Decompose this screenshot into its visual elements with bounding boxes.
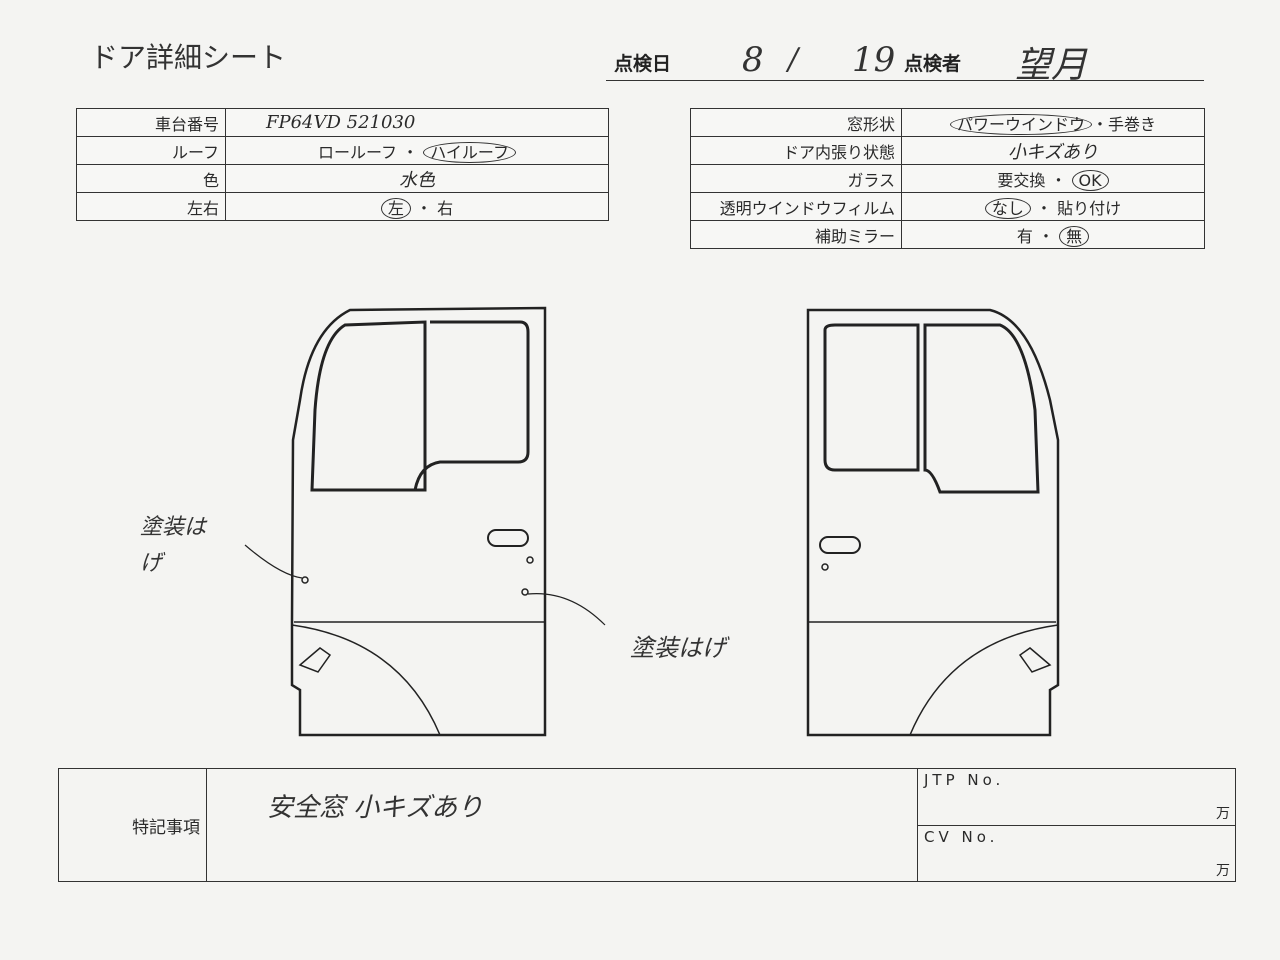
window-type-label: 窓形状 xyxy=(690,108,902,137)
glass-option-replace: 要交換 xyxy=(997,170,1046,190)
chassis-number-value: FP64VD 521030 xyxy=(266,112,416,133)
right-door-diagram xyxy=(806,308,1060,737)
table-row: 左右左 ・ 右 xyxy=(76,192,609,221)
cv-label: CV No. xyxy=(924,828,999,846)
film-label: 透明ウインドウフィルム xyxy=(690,192,902,221)
roof-option-low: ロールーフ xyxy=(318,142,398,162)
left-door-diagram xyxy=(244,306,606,737)
inspector-label: 点検者 xyxy=(904,53,962,75)
side-label: 左右 xyxy=(76,192,226,221)
table-row: 補助ミラー有 ・ 無 xyxy=(690,220,1205,249)
window-option-power: パワーウインドウ xyxy=(949,113,1092,135)
inspector-name: 望月 xyxy=(1015,45,1088,86)
window-info-table: 窓形状パワーウインドウ・手巻き ドア内張り状態小キズあり ガラス要交換 ・ OK… xyxy=(690,108,1205,249)
film-option-applied: 貼り付け xyxy=(1057,198,1122,218)
right-paint-peel-note: 塗装はげ xyxy=(630,634,726,662)
cv-number-field[interactable]: CV No. 万 xyxy=(918,825,1236,882)
remarks-label: 特記事項 xyxy=(59,769,207,881)
glass-option-ok: OK xyxy=(1071,169,1109,191)
sheet-title: ドア詳細シート xyxy=(90,41,287,74)
inspection-date-label: 点検日 xyxy=(614,53,672,75)
side-option-left: 左 xyxy=(380,197,411,219)
roof-option-high: ハイルーフ xyxy=(423,141,516,163)
cv-unit: 万 xyxy=(1216,863,1230,879)
door-trim-label: ドア内張り状態 xyxy=(690,136,902,165)
header-underline xyxy=(606,80,1204,81)
number-fields: JTP No. 万 CV No. 万 xyxy=(917,769,1236,881)
table-row: 窓形状パワーウインドウ・手巻き xyxy=(690,108,1205,137)
jtp-unit: 万 xyxy=(1216,806,1230,822)
color-value: 水色 xyxy=(399,169,435,191)
remarks-text: 安全窓 小キズあり xyxy=(267,793,484,823)
window-option-manual: 手巻き xyxy=(1108,114,1157,134)
mirror-option-yes: 有 xyxy=(1016,226,1033,246)
side-option-right: 右 xyxy=(437,198,454,218)
table-row: 色水色 xyxy=(76,164,609,193)
mirror-option-no: 無 xyxy=(1059,225,1090,247)
date-separator: / xyxy=(788,42,799,77)
table-row: ドア内張り状態 小キズあり xyxy=(690,136,1205,165)
jtp-number-field[interactable]: JTP No. 万 xyxy=(918,769,1236,825)
inspection-month: 8 xyxy=(742,40,764,80)
left-paint-peel-note: 塗装はげ xyxy=(140,515,207,576)
film-option-none: なし xyxy=(984,197,1031,219)
table-row: 透明ウインドウフィルムなし ・ 貼り付け xyxy=(690,192,1205,221)
jtp-label: JTP No. xyxy=(924,771,1005,789)
remarks-box: 特記事項 安全窓 小キズあり JTP No. 万 CV No. 万 xyxy=(58,768,1236,882)
door-trim-value: 小キズあり xyxy=(1008,141,1098,163)
inspection-day: 19 xyxy=(852,40,896,80)
chassis-number-label: 車台番号 xyxy=(76,108,226,137)
